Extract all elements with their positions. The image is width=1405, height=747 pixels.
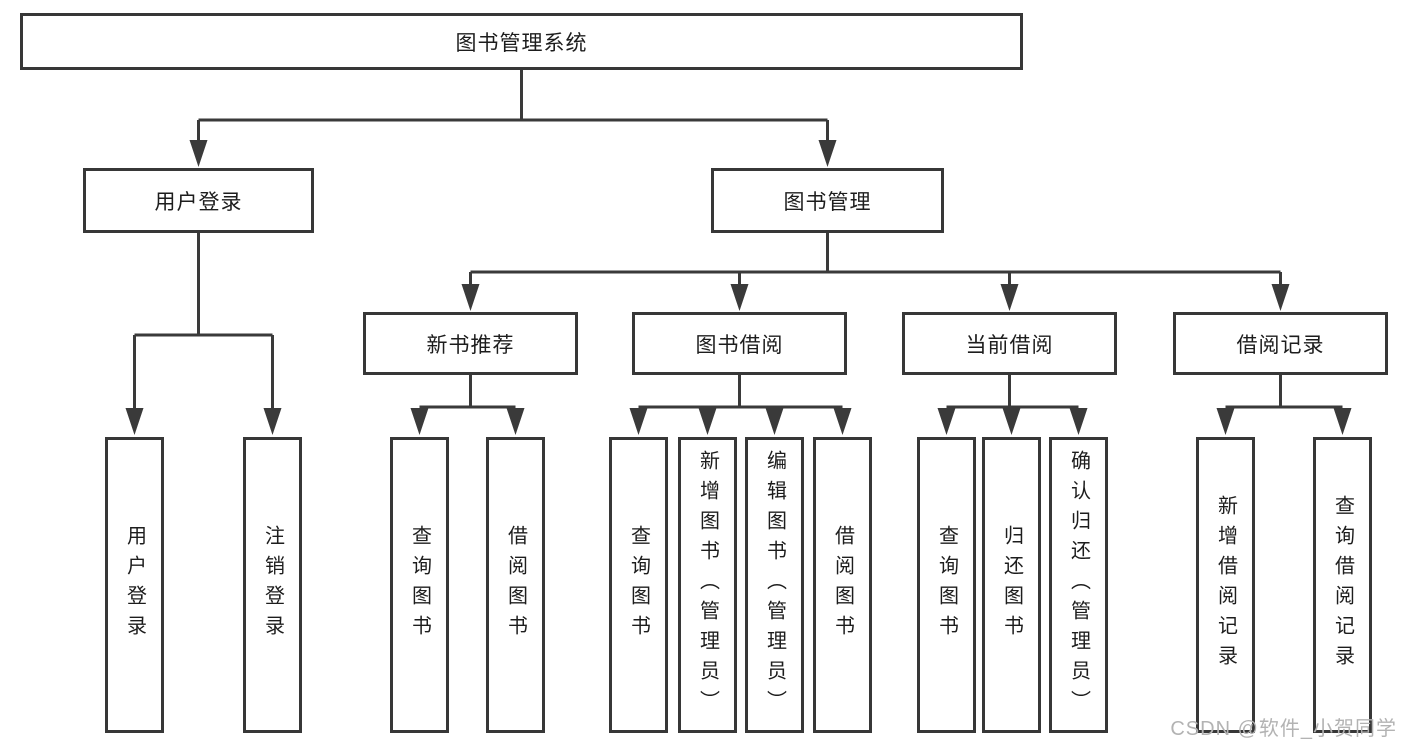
arrowhead-icon [765,408,784,435]
node-new-book-recommend: 新书推荐 [363,312,578,375]
arrowhead-icon [698,408,717,435]
arrowhead-icon [125,408,144,435]
connector-book-borrow-children [629,375,852,435]
arrowhead-icon [937,408,956,435]
arrowhead-icon [818,140,837,167]
leaf-query-books-recommend: 查询图书 [390,437,449,733]
leaf-add-borrow-record: 新增借阅记录 [1196,437,1255,733]
node-user-login: 用户登录 [83,168,314,233]
arrowhead-icon [1216,408,1235,435]
arrowhead-icon [730,284,749,311]
connector-book-mgmt-to-level3 [461,233,1290,311]
leaf-add-books-admin: 新增图书（管理员） [678,437,737,733]
leaf-query-books-current: 查询图书 [917,437,976,733]
leaf-borrow-books: 借阅图书 [813,437,872,733]
node-current-borrow: 当前借阅 [902,312,1117,375]
node-book-management: 图书管理 [711,168,944,233]
arrowhead-icon [1271,284,1290,311]
arrowhead-icon [1002,408,1021,435]
leaf-query-books-borrow: 查询图书 [609,437,668,733]
leaf-confirm-return-admin: 确认归还（管理员） [1049,437,1108,733]
connector-root-to-level2 [189,70,837,167]
connector-current-borrow-children [937,375,1088,435]
arrowhead-icon [410,408,429,435]
leaf-user-login: 用户登录 [105,437,164,733]
arrowhead-icon [833,408,852,435]
arrowhead-icon [461,284,480,311]
connector-user-login-children [125,233,282,435]
arrowhead-icon [263,408,282,435]
leaf-borrow-books-recommend: 借阅图书 [486,437,545,733]
arrowhead-icon [1000,284,1019,311]
node-root-system: 图书管理系统 [20,13,1023,70]
connector-borrow-record-children [1216,375,1352,435]
node-book-borrow: 图书借阅 [632,312,847,375]
arrowhead-icon [1069,408,1088,435]
node-borrow-records: 借阅记录 [1173,312,1388,375]
connector-new-book-children [410,375,525,435]
arrowhead-icon [189,140,208,167]
leaf-query-borrow-record: 查询借阅记录 [1313,437,1372,733]
watermark: CSDN @软件_小贺同学 [1170,718,1397,740]
leaf-logout: 注销登录 [243,437,302,733]
arrowhead-icon [629,408,648,435]
arrowhead-icon [506,408,525,435]
leaf-return-books: 归还图书 [982,437,1041,733]
arrowhead-icon [1333,408,1352,435]
leaf-edit-books-admin: 编辑图书（管理员） [745,437,804,733]
